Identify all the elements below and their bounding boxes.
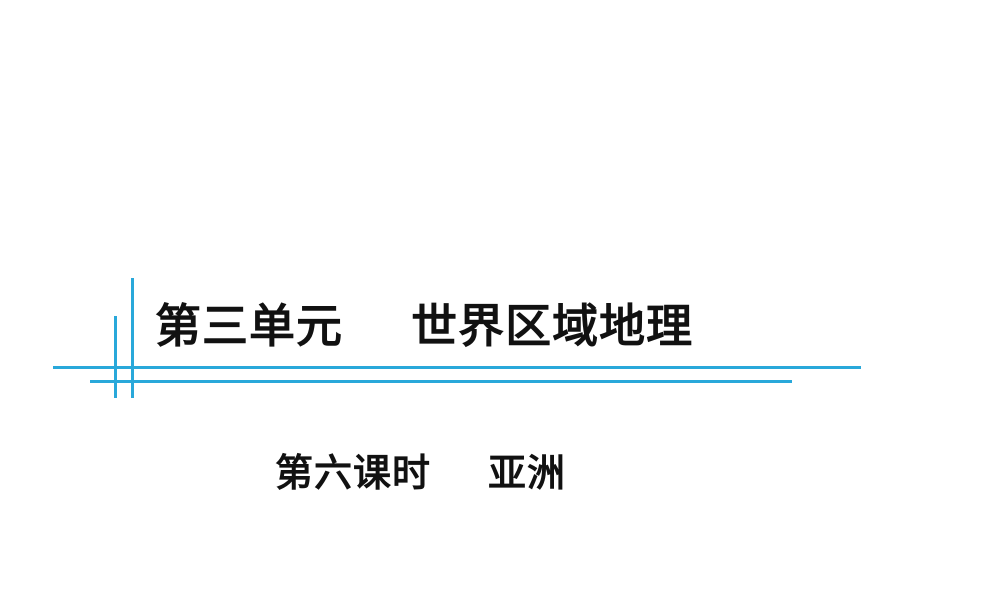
- decorative-line-vertical-left: [114, 316, 117, 398]
- lesson-label: 第六课时: [275, 451, 432, 495]
- unit-label: 第三单元: [155, 299, 343, 353]
- decorative-line-vertical-right: [131, 278, 134, 398]
- unit-title: 第三单元 世界区域地理: [155, 296, 693, 356]
- lesson-name: 亚洲: [487, 451, 566, 495]
- lesson-title: 第六课时 亚洲: [275, 448, 566, 498]
- decorative-line-bottom: [90, 380, 792, 383]
- unit-name: 世界区域地理: [411, 299, 694, 353]
- decorative-line-top: [53, 366, 861, 369]
